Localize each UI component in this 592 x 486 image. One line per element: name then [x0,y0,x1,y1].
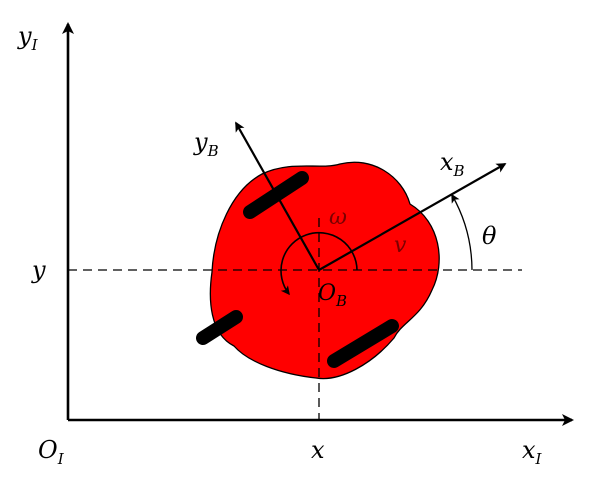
theta-angle-arc [451,193,473,271]
velocity-label: v [394,233,407,258]
omega-rotation-arc [280,231,358,296]
y-inertial-label: yI [17,22,39,54]
y-body-axis [235,121,320,271]
x-coordinate-label: x [311,436,325,464]
x-body-label: xB [440,148,465,180]
wheel-caster [196,310,243,345]
theta-label: θ [482,222,497,250]
y-coordinate-label: y [31,256,46,284]
x-body-axis [318,163,507,271]
wheel-bottom-right [327,319,399,368]
y-body-label: yB [193,128,219,160]
body-origin-label: OB [318,281,347,310]
omega-label: ω [329,205,347,230]
inertial-origin-label: OI [38,436,65,468]
x-inertial-label: xI [522,436,543,468]
